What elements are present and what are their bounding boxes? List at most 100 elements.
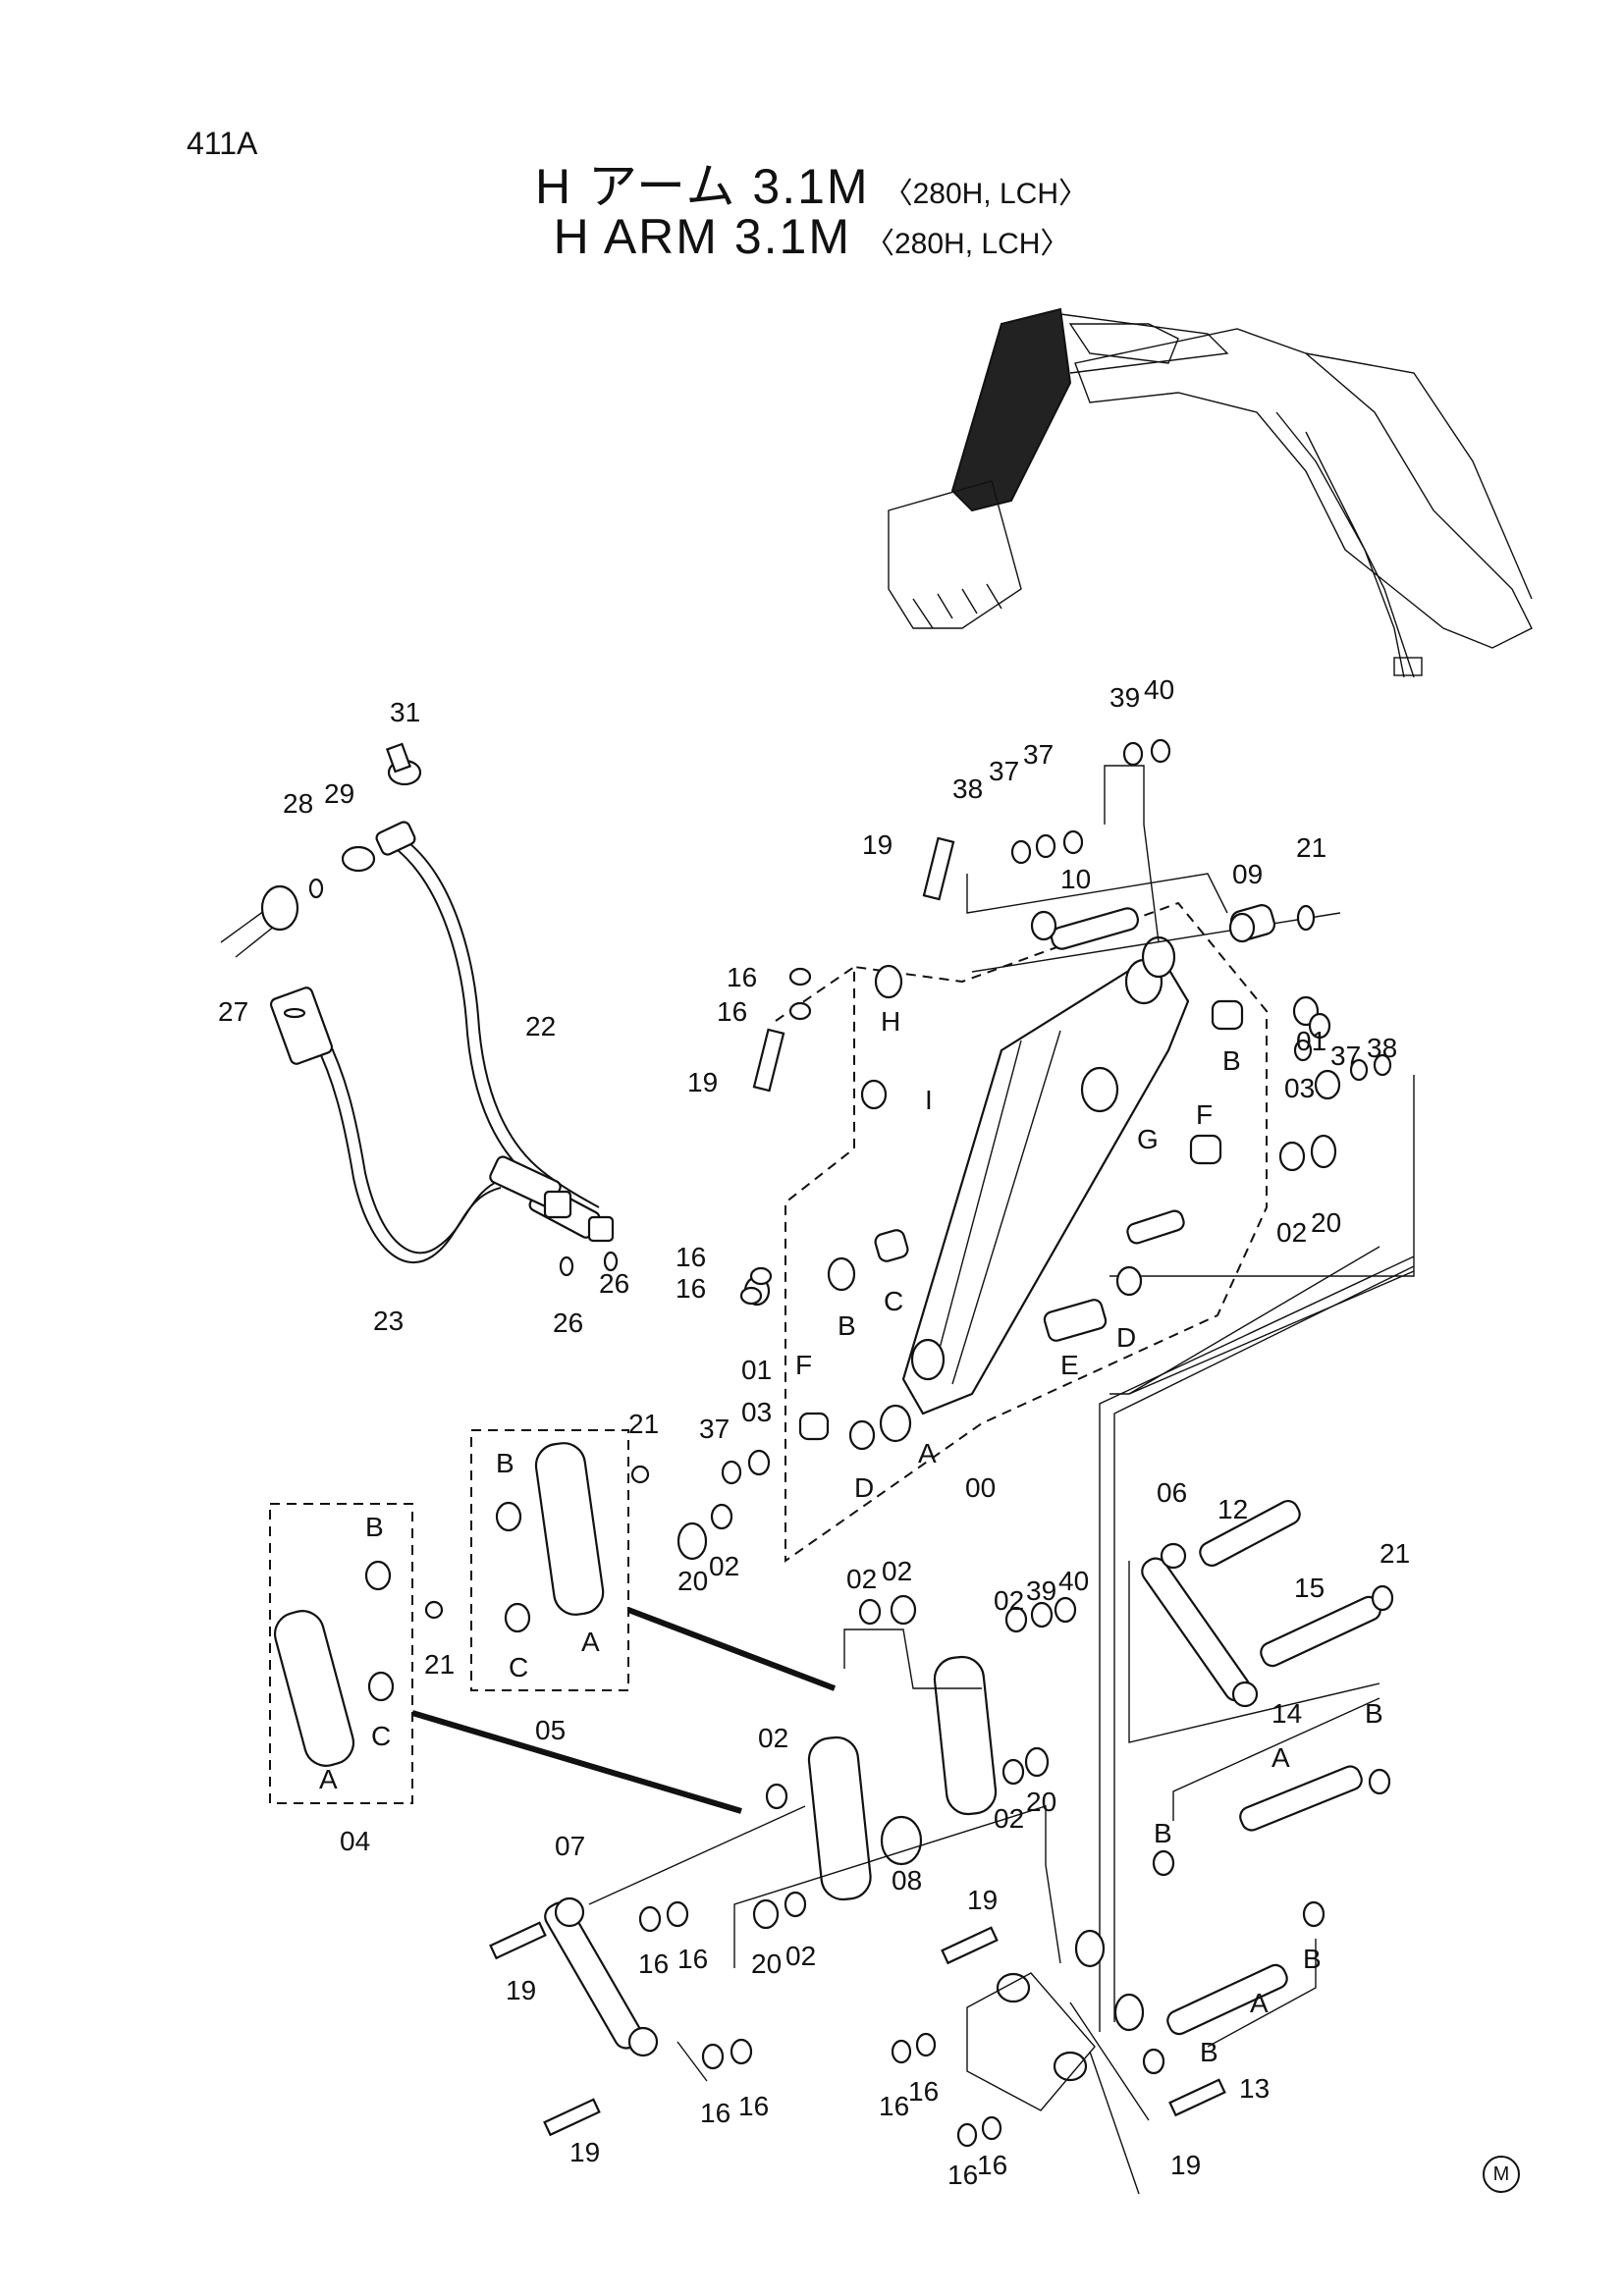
lower-links	[752, 1594, 1077, 1930]
callout-02-e: 02	[994, 1585, 1024, 1616]
title-english-models: 〈280H, LCH〉	[865, 228, 1070, 260]
callout-21-a: 21	[1296, 832, 1326, 863]
label-A-3: A	[319, 1764, 338, 1794]
label-B-3: B	[496, 1448, 514, 1478]
callout-31: 31	[390, 697, 420, 727]
callout-16-l: 16	[738, 2091, 769, 2121]
title-japanese-models: 〈280H, LCH〉	[883, 178, 1088, 210]
label-B-top: B	[1222, 1045, 1241, 1076]
label-B-2: B	[838, 1310, 856, 1341]
callout-16-c: 16	[676, 1242, 706, 1272]
callout-19-a: 19	[862, 829, 893, 860]
hose-assembly	[220, 742, 619, 1277]
callout-29: 29	[324, 778, 354, 809]
label-D-1: D	[1116, 1322, 1136, 1353]
callout-02-b: 02	[709, 1551, 739, 1581]
callout-28: 28	[283, 788, 313, 819]
callout-40-b: 40	[1058, 1566, 1089, 1596]
label-C-3: C	[371, 1721, 391, 1751]
callout-05: 05	[535, 1715, 566, 1745]
callout-07: 07	[555, 1831, 585, 1861]
label-F-2: F	[795, 1350, 812, 1380]
callout-27: 27	[218, 996, 248, 1027]
callout-01-a: 01	[1296, 1026, 1326, 1056]
bracket-line-39-40	[1104, 765, 1160, 943]
label-C-2: C	[509, 1652, 528, 1682]
callout-21-d: 21	[1380, 1538, 1410, 1569]
callout-20-b: 20	[677, 1566, 708, 1596]
bracket-line-13	[1207, 1939, 1317, 2048]
callout-19-c: 19	[506, 1975, 536, 2005]
label-A-4: A	[1271, 1742, 1290, 1773]
callout-16-j: 16	[977, 2150, 1007, 2180]
link-04	[273, 1560, 444, 1767]
bracket-line-shims	[966, 873, 1228, 914]
label-A-5: A	[1250, 1988, 1269, 2018]
callout-21-b: 21	[628, 1409, 659, 1439]
callout-16-i: 16	[947, 2160, 978, 2190]
callout-16-e: 16	[638, 1949, 669, 1979]
main-arm	[901, 935, 1190, 1415]
callout-23: 23	[373, 1306, 404, 1336]
callout-26-a: 26	[599, 1268, 629, 1299]
callout-02-a: 02	[1276, 1217, 1307, 1248]
callout-12: 12	[1217, 1494, 1248, 1524]
excavator-overview-illustration	[888, 307, 1533, 678]
label-G: G	[1137, 1124, 1159, 1154]
link-assembly-04-boundary	[269, 1503, 413, 1804]
label-C-1: C	[884, 1286, 903, 1316]
label-A-2: A	[581, 1627, 600, 1657]
callout-16-k: 16	[700, 2098, 730, 2128]
callout-37-a: 37	[989, 756, 1019, 786]
callout-38-b: 38	[1367, 1033, 1397, 1063]
title-english: H ARM 3.1M 〈280H, LCH〉	[0, 208, 1623, 265]
link-assembly-05-boundary	[470, 1429, 629, 1691]
callout-02-d: 02	[882, 1556, 912, 1586]
bracket-bottom	[891, 1926, 1226, 2148]
callout-19-b: 19	[687, 1067, 718, 1097]
callout-02-c: 02	[846, 1564, 877, 1594]
callout-20-a: 20	[1311, 1207, 1341, 1238]
callout-09: 09	[1232, 859, 1263, 889]
callout-13: 13	[1239, 2073, 1270, 2104]
callout-01-b: 01	[741, 1355, 772, 1385]
callout-38-a: 38	[952, 774, 983, 804]
callout-39-a: 39	[1109, 682, 1140, 713]
callout-21-c: 21	[424, 1649, 455, 1680]
callout-10: 10	[1060, 864, 1091, 894]
title-japanese-main: H アーム 3.1M	[535, 159, 870, 214]
callout-06: 06	[1157, 1477, 1187, 1508]
callout-37-b: 37	[1023, 739, 1054, 770]
callout-04: 04	[340, 1826, 370, 1856]
label-A-1: A	[918, 1438, 937, 1468]
callout-16-h: 16	[908, 2076, 939, 2107]
callout-16-a: 16	[727, 962, 757, 992]
label-B-8: B	[1200, 2037, 1218, 2067]
title-english-main: H ARM 3.1M	[553, 209, 851, 264]
label-D-2: D	[854, 1472, 874, 1503]
callout-16-b: 16	[717, 996, 747, 1027]
label-B-6: B	[1154, 1818, 1172, 1848]
label-I: I	[925, 1085, 933, 1115]
title-japanese: H アーム 3.1M 〈280H, LCH〉	[0, 147, 1623, 218]
callout-02-h: 02	[785, 1941, 816, 1971]
callout-02-g: 02	[994, 1803, 1024, 1834]
callout-22: 22	[525, 1011, 556, 1041]
arm-assembly-boundary	[775, 901, 1268, 1563]
label-B-7: B	[1303, 1944, 1322, 1974]
callout-03-b: 03	[741, 1397, 772, 1427]
label-H: H	[881, 1006, 900, 1037]
callout-40-a: 40	[1144, 674, 1174, 705]
callout-08: 08	[892, 1865, 922, 1896]
label-B-5: B	[1365, 1698, 1383, 1729]
link-06-and-pins	[1141, 1500, 1394, 2075]
callout-00: 00	[965, 1472, 996, 1503]
callout-16-d: 16	[676, 1273, 706, 1304]
callout-14: 14	[1271, 1698, 1302, 1729]
callout-16-f: 16	[677, 1944, 708, 1974]
page-id: 411A	[187, 126, 258, 161]
callout-15: 15	[1294, 1573, 1325, 1603]
pins-bushings	[676, 738, 1392, 1561]
corner-mark: M	[1483, 2156, 1520, 2193]
